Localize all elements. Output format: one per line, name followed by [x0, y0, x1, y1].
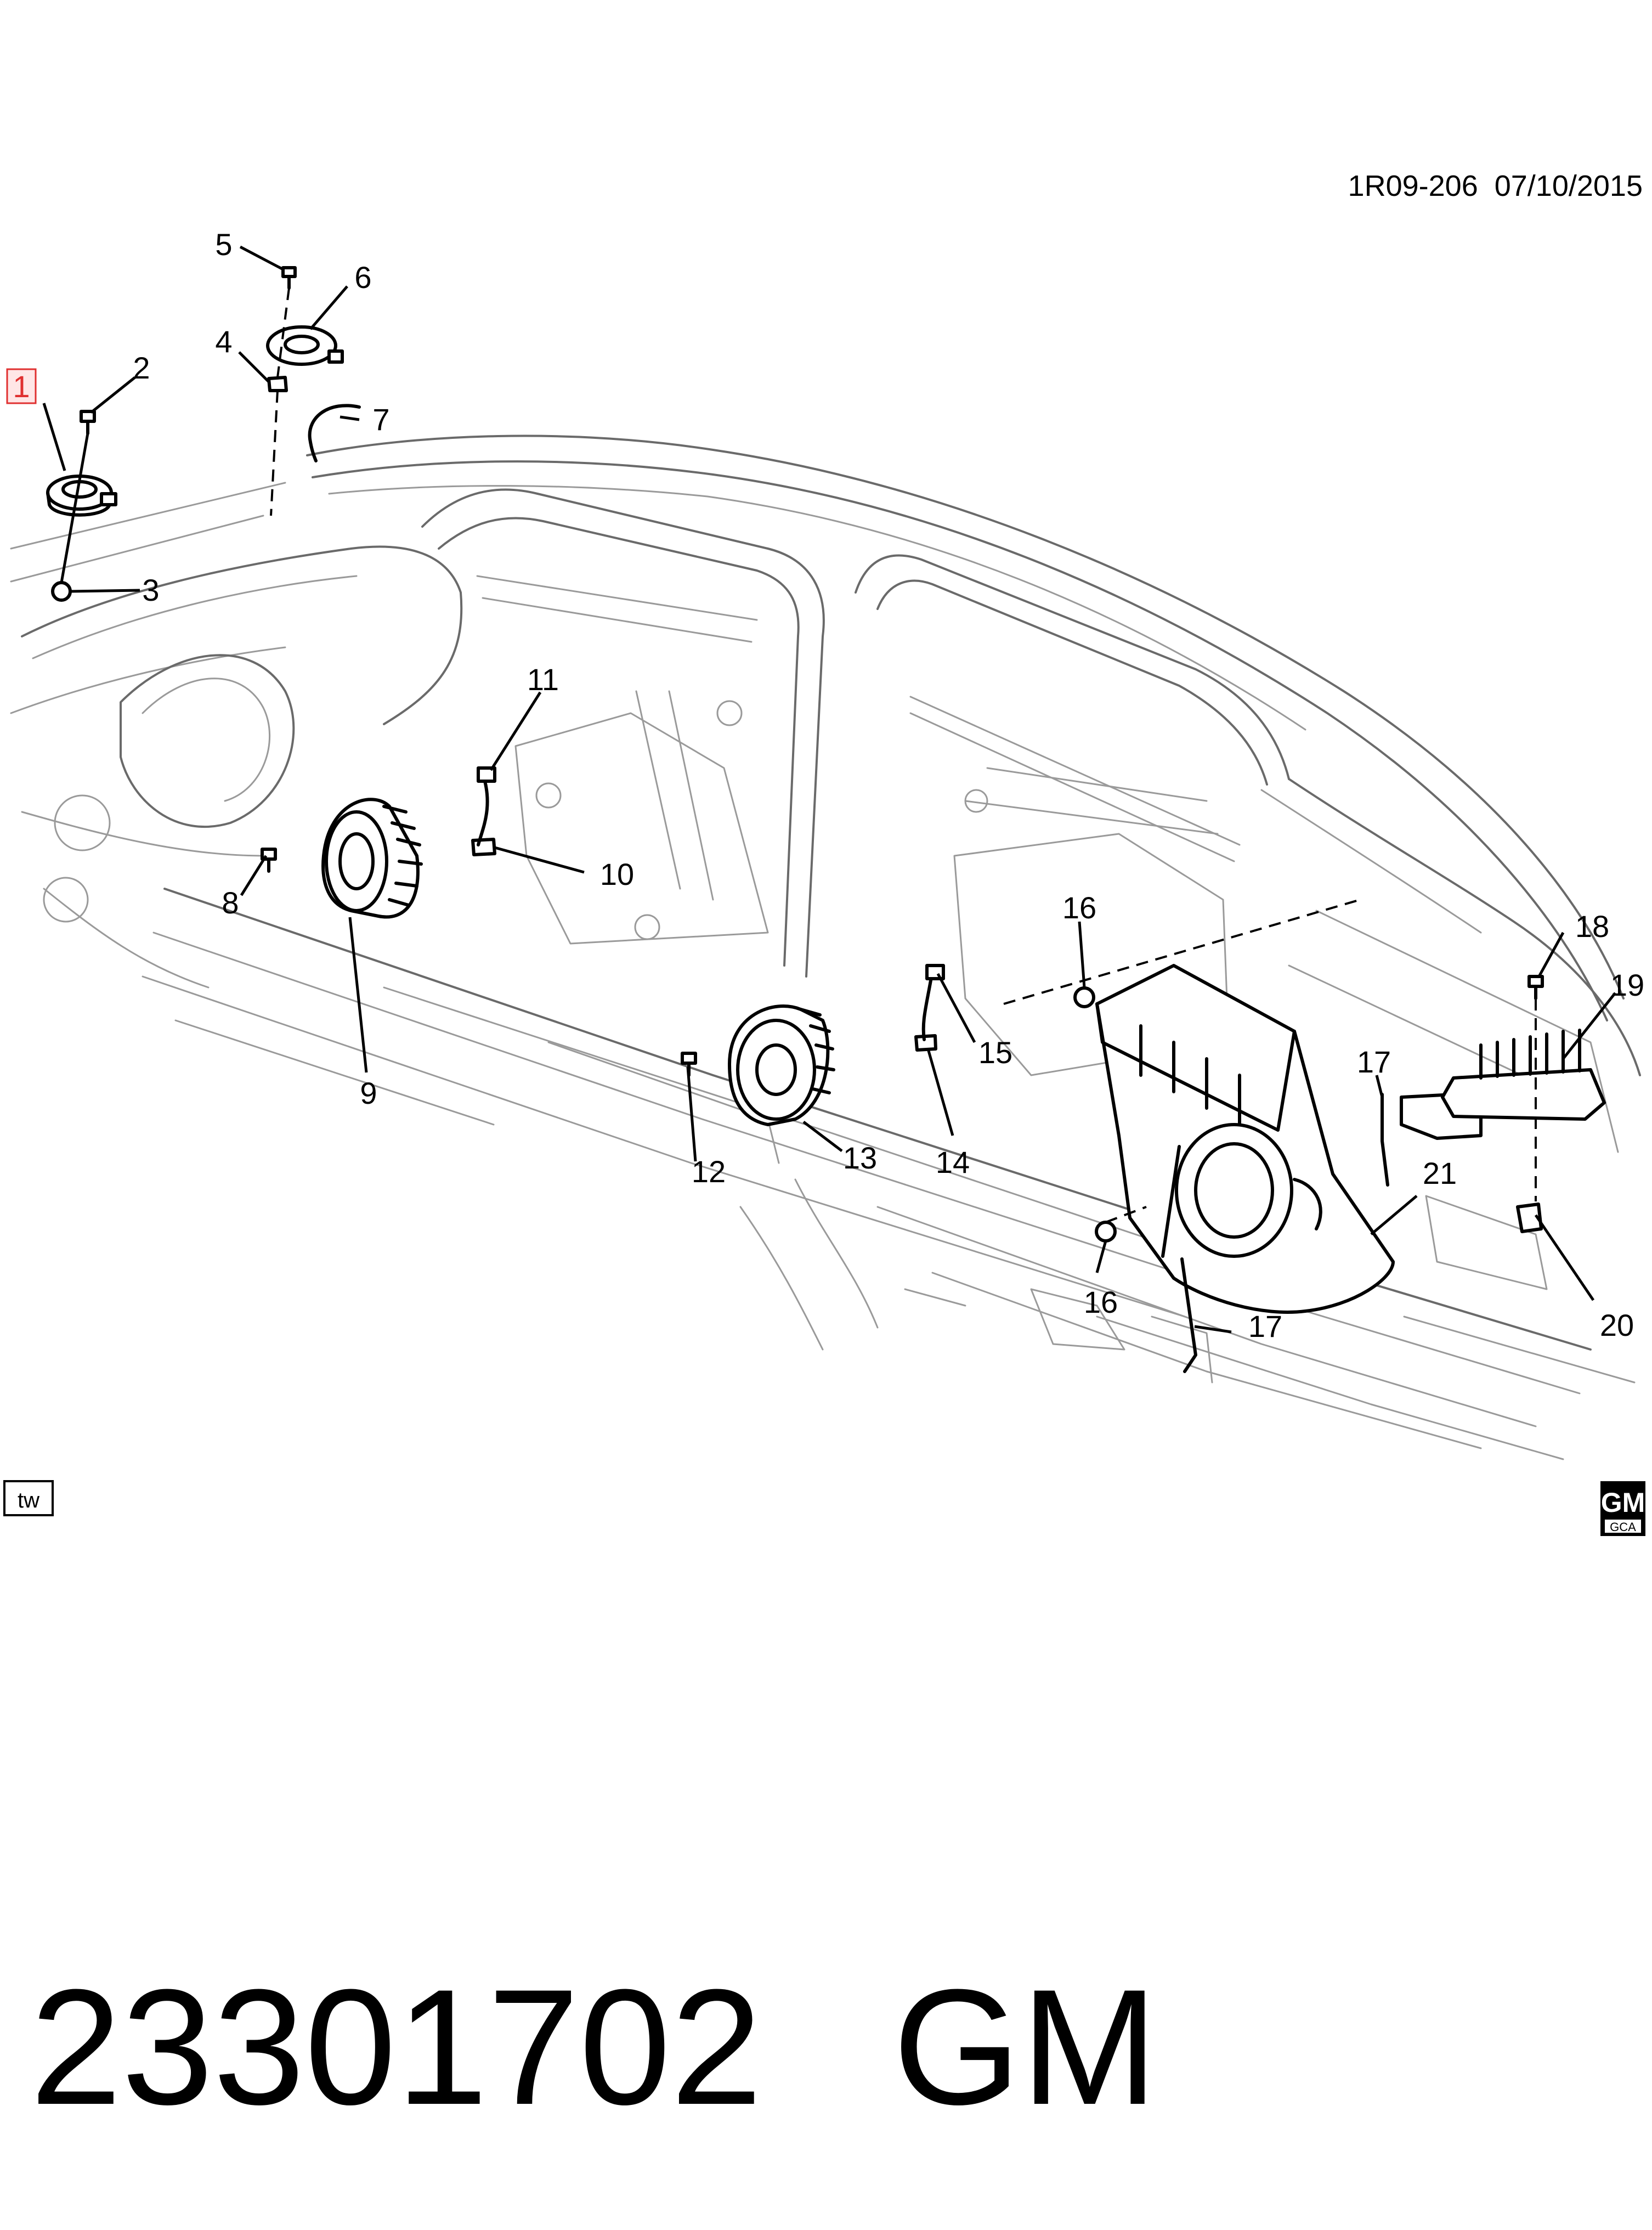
callout-12: 12 — [692, 1154, 726, 1189]
callout-15: 15 — [978, 1035, 1012, 1070]
part-18-screw — [1527, 975, 1544, 1000]
part-9-front-door-speaker — [321, 798, 423, 919]
callout-16-upper: 16 — [1062, 890, 1096, 925]
brand-label: GM — [893, 1955, 1158, 2139]
callout-8: 8 — [222, 885, 239, 920]
part-15-harness — [921, 964, 945, 1041]
part-5-screw — [281, 266, 297, 290]
callouts: 1 2 3 4 5 6 7 8 9 10 11 12 13 14 15 16 1… — [6, 227, 1644, 1343]
callout-16-lower: 16 — [1084, 1285, 1118, 1319]
part-21-subwoofer-enclosure — [1095, 964, 1395, 1314]
part-16-nut-upper — [1073, 986, 1095, 1008]
part-16-nut-lower — [1095, 1221, 1117, 1243]
callout-1-highlight — [6, 368, 37, 404]
part-3-clip — [51, 581, 72, 602]
part-17-harness-lower — [1180, 1257, 1197, 1373]
callout-19: 19 — [1610, 968, 1644, 1002]
gm-badge-bottom: GCA — [1610, 1520, 1636, 1534]
callout-6: 6 — [354, 260, 371, 295]
callout-9: 9 — [360, 1076, 377, 1110]
part-20-bracket — [1516, 1202, 1543, 1233]
callout-18: 18 — [1575, 909, 1609, 944]
callout-11: 11 — [527, 662, 559, 697]
gm-badge-top: GM — [1601, 1487, 1645, 1518]
callout-17-lower: 17 — [1248, 1309, 1282, 1343]
parts — [46, 266, 1606, 1373]
callout-5: 5 — [215, 227, 232, 262]
callout-3: 3 — [142, 573, 159, 607]
callout-1: 1 — [13, 369, 30, 404]
part-2-screw — [80, 410, 96, 435]
part-11-harness — [477, 766, 496, 846]
part-4-clip — [267, 376, 288, 392]
part-6-tweeter — [266, 325, 344, 366]
callout-10: 10 — [600, 857, 634, 891]
callout-21: 21 — [1423, 1156, 1457, 1190]
callout-13: 13 — [843, 1141, 877, 1175]
callout-17-upper: 17 — [1357, 1045, 1391, 1079]
leader-lines — [42, 245, 1616, 1334]
gm-badge: GM GCA — [1600, 1481, 1645, 1536]
part-1-dash-speaker — [46, 475, 117, 517]
part-10-harness-clip — [471, 838, 496, 856]
part-13-rear-door-speaker — [728, 1004, 835, 1126]
diagram-reference: 1R09-206 07/10/2015 — [1348, 170, 1643, 202]
callout-14: 14 — [936, 1145, 970, 1179]
callout-4: 4 — [215, 324, 232, 359]
tw-code: tw — [18, 1488, 39, 1512]
vehicle-body — [10, 434, 1641, 1460]
callout-7: 7 — [372, 402, 389, 437]
callout-20: 20 — [1600, 1308, 1634, 1342]
part-7-harness — [308, 404, 361, 462]
part-number: 23301702 — [30, 1955, 762, 2139]
callout-2: 2 — [133, 351, 150, 385]
tw-code-box: tw — [3, 1480, 54, 1516]
part-14-harness-clip — [914, 1034, 937, 1052]
part-19-amplifier — [1441, 1029, 1606, 1121]
